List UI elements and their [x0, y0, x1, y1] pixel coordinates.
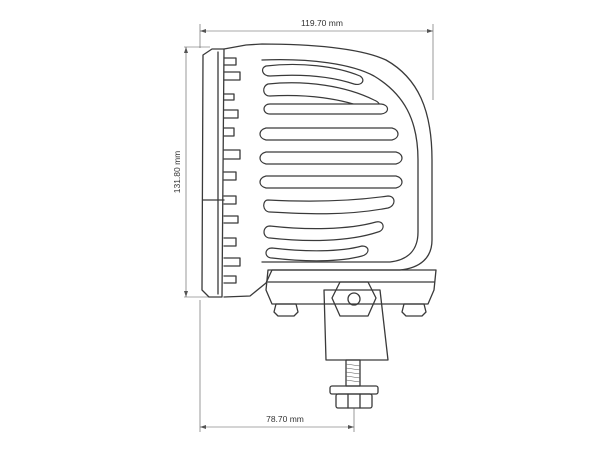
height-dimension-label: 131.80 mm — [172, 151, 182, 194]
height-arrow-top — [184, 47, 188, 53]
width-arrow-left — [200, 29, 206, 33]
offset-arrow-left — [200, 425, 206, 429]
mount-bracket — [265, 269, 437, 409]
stud-nut — [335, 393, 373, 409]
bracket-offset-dimension: 78.70 mm — [199, 300, 355, 432]
lamp-body — [201, 43, 433, 298]
width-dimension: 119.70 mm — [199, 18, 434, 100]
washer — [329, 385, 379, 395]
hex-bolt-head — [331, 281, 377, 317]
right-nut — [401, 303, 427, 317]
height-arrow-bottom — [184, 291, 188, 297]
bezel-teeth — [223, 57, 241, 284]
offset-dimension-label: 78.70 mm — [266, 414, 304, 424]
bolt-center — [347, 292, 361, 306]
front-lens-ring — [201, 48, 225, 298]
bracket-base — [265, 269, 437, 305]
cooling-fins — [259, 63, 403, 262]
width-dimension-label: 119.70 mm — [301, 18, 343, 28]
housing-outline — [223, 43, 433, 298]
offset-arrow-right — [348, 425, 354, 429]
threaded-stud — [345, 359, 361, 387]
height-dimension: 131.80 mm — [172, 46, 210, 298]
left-nut — [273, 303, 299, 317]
housing-inner-outline — [261, 59, 419, 263]
width-arrow-right — [427, 29, 433, 33]
swivel-column — [323, 289, 389, 361]
